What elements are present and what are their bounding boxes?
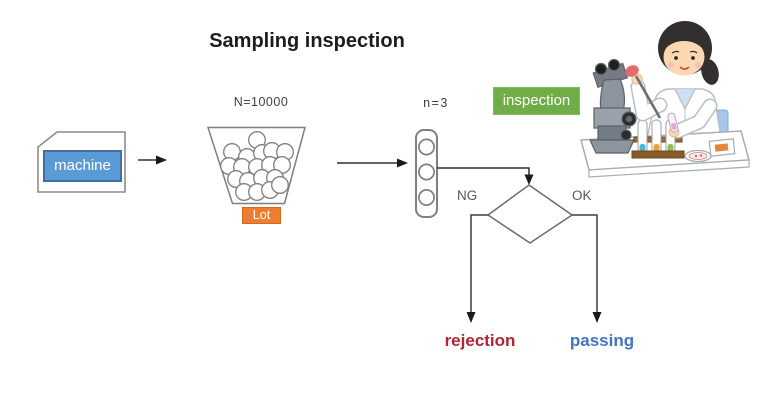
branch-ng-line <box>466 214 488 323</box>
diagram-title: Sampling inspection <box>209 30 405 52</box>
lot-balls <box>220 131 294 201</box>
decision-ng-label: NG <box>457 188 478 203</box>
branch-ok-line <box>572 214 602 323</box>
scientist-microscope-illustration <box>580 21 750 178</box>
machine-label: machine <box>43 150 122 182</box>
dropper-bulb <box>625 65 639 77</box>
arrow-machine-to-lot <box>138 155 167 165</box>
decision-ok-label: OK <box>572 188 592 203</box>
lot-tag: Lot <box>242 207 281 224</box>
microscope-icon <box>589 58 637 154</box>
scientist-arms <box>625 65 718 139</box>
lot-funnel <box>206 126 306 205</box>
slide-box <box>708 138 736 157</box>
inspection-tag: inspection <box>493 87 580 115</box>
passing-label: passing <box>569 331 635 350</box>
arrow-lot-to-sample <box>337 158 408 168</box>
arrow-sample-to-decision <box>437 167 534 185</box>
scientist-head <box>658 21 719 85</box>
petri-dish <box>684 149 712 163</box>
rejection-label: rejection <box>444 331 516 350</box>
lot-size-label: N=10000 <box>233 95 289 109</box>
decision-diamond <box>486 184 574 244</box>
sample-box <box>415 129 438 218</box>
pipette <box>634 75 662 119</box>
sample-size-label: n=3 <box>423 96 449 110</box>
held-test-tube <box>667 112 679 133</box>
